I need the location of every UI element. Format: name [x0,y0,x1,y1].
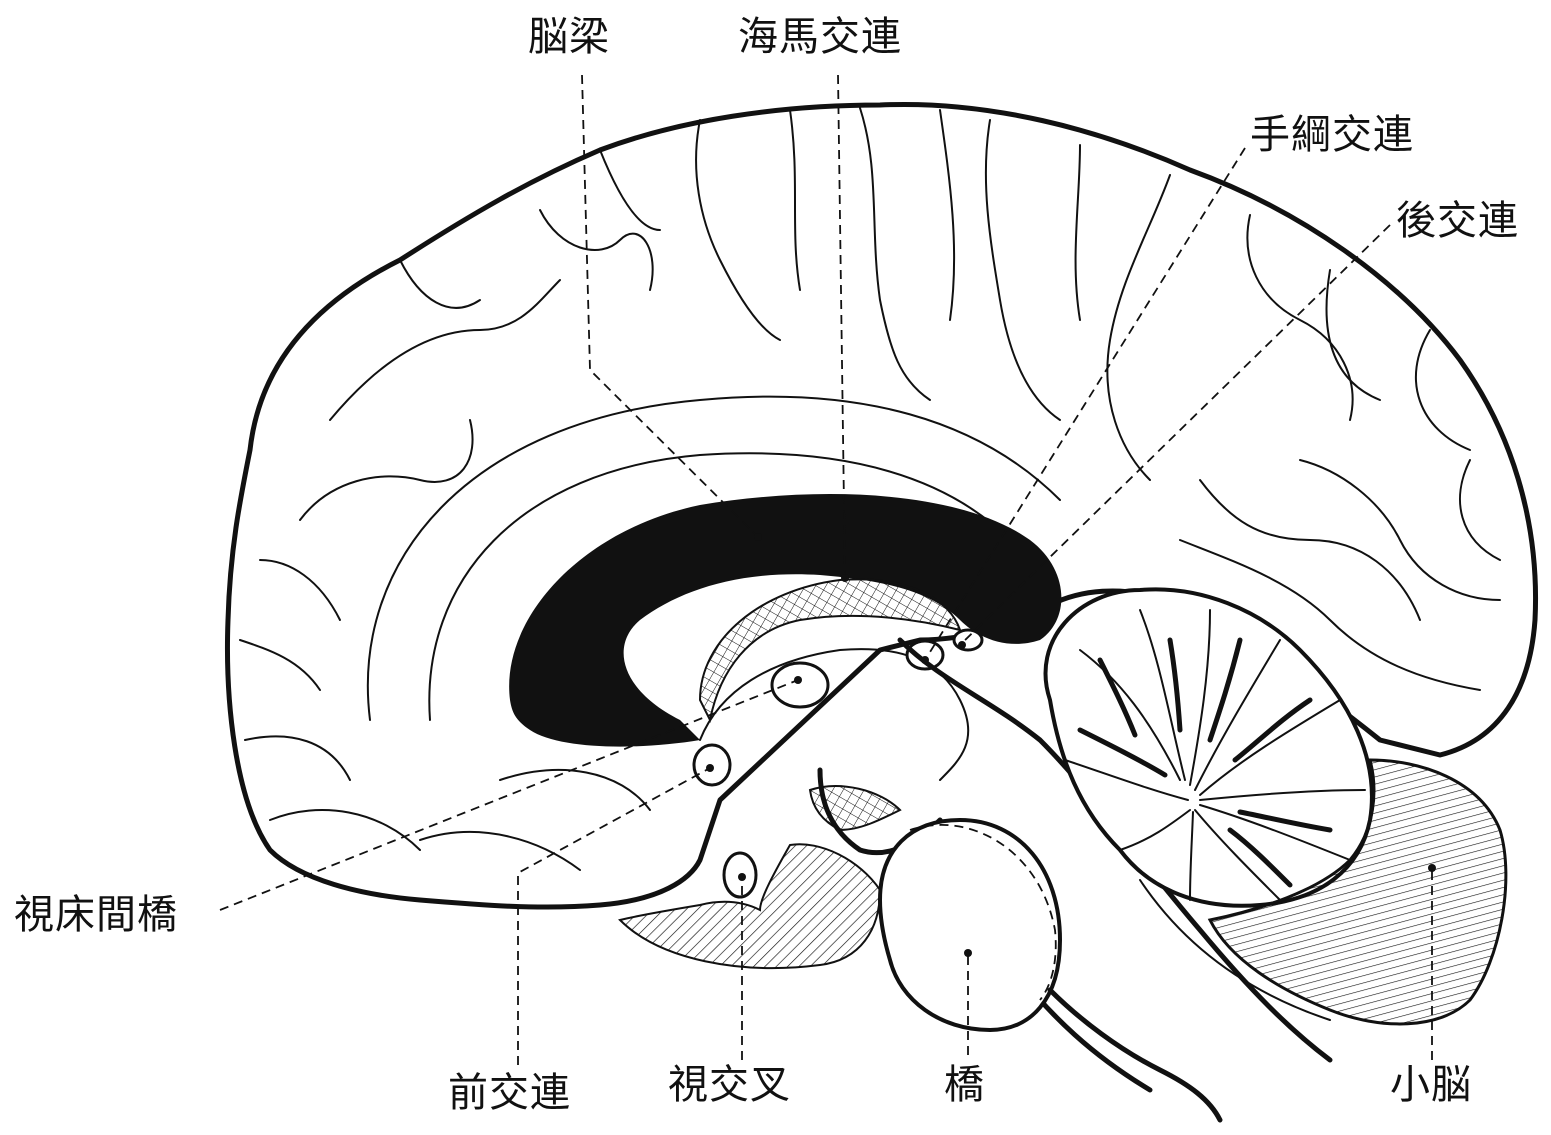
label-cerebellum: 小脳 [1390,1062,1472,1108]
medulla-shape [1050,990,1220,1120]
posterior-commissure-shape [954,630,982,650]
label-pons: 橋 [944,1062,985,1108]
label-optic-chiasm: 視交叉 [668,1062,791,1108]
label-corpus-callosum: 脳梁 [528,14,610,60]
label-anterior-commissure: 前交連 [448,1070,571,1116]
label-posterior-commissure: 後交連 [1396,198,1519,244]
interthalamic-adhesion-shape [772,663,828,707]
pons-shape [880,820,1060,1030]
midbrain-hatch [810,786,900,830]
cerebellum-group [1046,589,1372,905]
label-interthalamic-adhesion: 視床間橋 [14,892,178,938]
label-habenular-commissure: 手綱交連 [1250,112,1414,158]
label-hippocampal-commissure: 海馬交連 [738,14,902,60]
